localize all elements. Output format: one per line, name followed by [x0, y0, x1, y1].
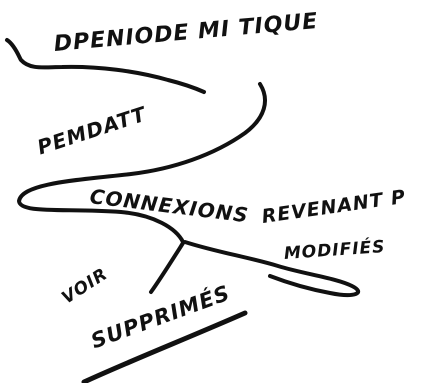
underline-stroke: [81, 310, 248, 383]
bottom-left-stroke: [149, 241, 185, 294]
top-connector-stroke: [5, 38, 206, 94]
right-branch-stroke: [183, 240, 360, 297]
main-flow-stroke: [17, 82, 267, 244]
